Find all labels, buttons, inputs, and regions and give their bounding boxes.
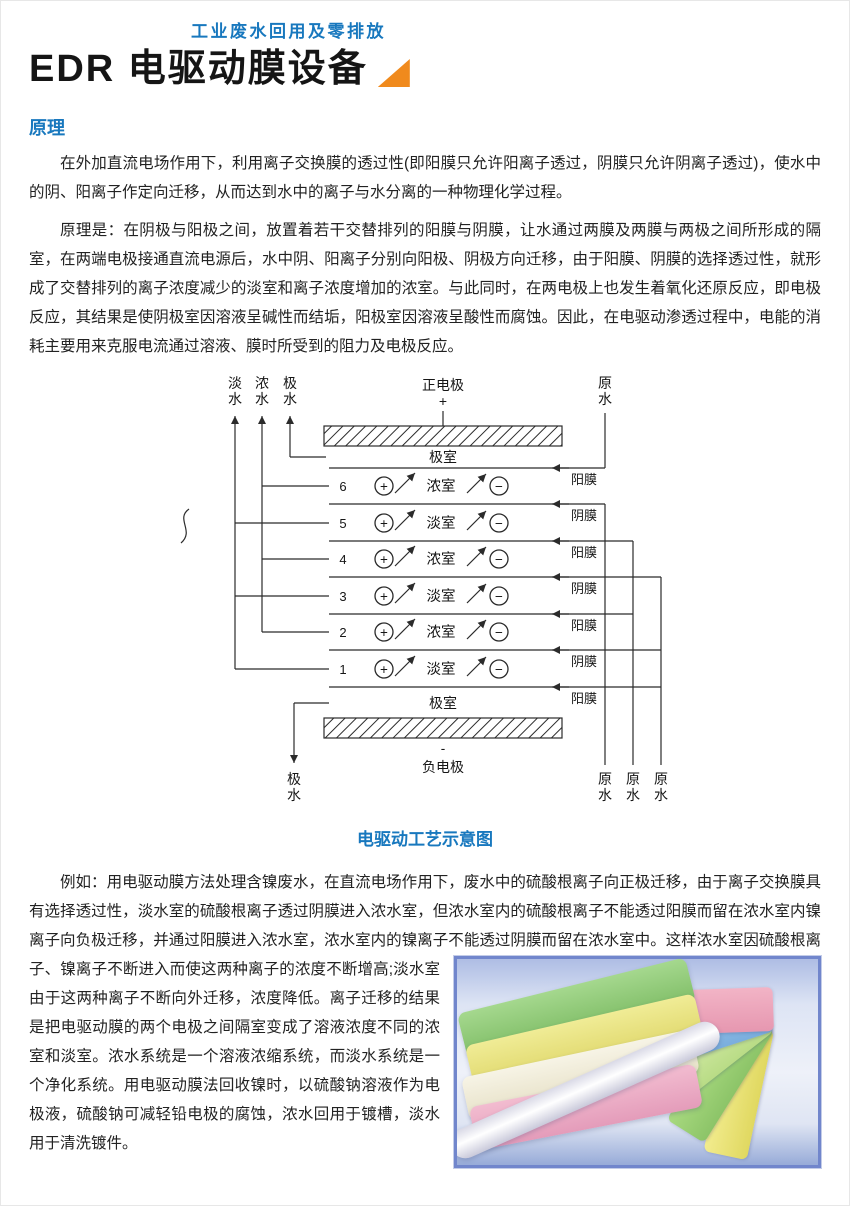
section-heading-principle: 原理	[29, 118, 65, 138]
anion-arrow	[466, 546, 487, 567]
row-number: 4	[339, 552, 346, 567]
anion-arrow	[466, 473, 487, 494]
anion-sign: −	[495, 662, 503, 677]
electrode-water-bottom-label: 极水	[287, 771, 301, 803]
anion-sign: −	[495, 589, 503, 604]
membrane-label-7: 阳膜	[571, 691, 598, 706]
anion-circle	[489, 622, 509, 642]
row-number: 2	[339, 625, 346, 640]
orange-triangle-icon	[377, 59, 410, 87]
anion-circle	[489, 476, 509, 496]
chamber-label: 淡室	[427, 515, 456, 532]
anion-sign: −	[495, 625, 503, 640]
chamber-row-6: 6 + 浓室 −	[339, 472, 509, 496]
membrane-product-photo	[454, 956, 821, 1168]
chamber-row-4: 4 + 浓室 −	[339, 545, 509, 569]
diagram-graphics: 极室 极室 - 负电极 6 + 浓室 − 5 +	[180, 411, 662, 775]
outlet-lines	[180, 416, 329, 763]
cation-circle	[374, 622, 394, 642]
anion-circle	[489, 549, 509, 569]
cation-arrow	[394, 545, 416, 567]
cation-sign: +	[380, 625, 388, 640]
raw-water-feed-lines	[604, 413, 662, 765]
anion-circle	[489, 513, 509, 533]
negative-sign: -	[441, 741, 446, 756]
page-subtitle: 工业废水回用及零排放	[191, 22, 386, 41]
flow-brace	[180, 508, 190, 544]
row-number: 3	[339, 589, 346, 604]
chamber-label: 淡室	[427, 588, 456, 605]
anion-sign: −	[495, 552, 503, 567]
chamber-label: 浓室	[427, 551, 456, 568]
anion-arrow	[466, 619, 487, 640]
raw-water-bottom-label-3: 原水	[654, 771, 668, 803]
cation-circle	[374, 586, 394, 606]
principle-paragraph-1: 在外加直流电场作用下，利用离子交换膜的透过性(即阳膜只允许阳离子透过，阴膜只允许…	[29, 155, 821, 201]
chamber-label: 浓室	[427, 478, 456, 495]
page-title: EDR 电驱动膜设备	[29, 48, 368, 90]
cation-sign: +	[380, 589, 388, 604]
title-row: EDR 电驱动膜设备	[29, 46, 821, 92]
cation-sign: +	[380, 479, 388, 494]
anion-circle	[489, 586, 509, 606]
fresh-water-outlet-label: 淡水	[228, 375, 242, 407]
anion-arrow	[466, 656, 487, 677]
cation-sign: +	[380, 552, 388, 567]
cation-arrow	[394, 509, 416, 531]
membrane-label-4: 阴膜	[571, 581, 598, 596]
concentrate-outlet-label: 浓水	[255, 375, 269, 407]
electrode-bar-positive	[323, 411, 563, 447]
electrode-bar-negative	[323, 717, 563, 739]
principle-paragraph-2: 原理是：在阴极与阳极之间，放置着若干交替排列的阳膜与阴膜，让水通过两膜及两膜与两…	[29, 222, 821, 355]
example-block: 例如：用电驱动膜方法处理含镍废水，在直流电场作用下，废水中的硫酸根离子向正极迁移…	[29, 868, 821, 1168]
cation-sign: +	[380, 516, 388, 531]
chamber-row-2: 2 + 浓室 −	[339, 618, 509, 642]
cation-circle	[374, 659, 394, 679]
anion-arrow	[466, 583, 487, 604]
cation-sign: +	[380, 662, 388, 677]
chamber-row-1: 1 + 淡室 −	[339, 655, 509, 679]
negative-electrode-label: 负电极	[422, 759, 464, 775]
cation-arrow	[394, 582, 416, 604]
row-number: 1	[339, 662, 346, 677]
raw-water-bottom-label-2: 原水	[626, 771, 640, 803]
raw-water-bottom-label-1: 原水	[598, 771, 612, 803]
electrode-room-bottom-label: 极室	[429, 695, 457, 711]
anion-sign: −	[495, 479, 503, 494]
membrane-lines	[329, 464, 661, 691]
row-number: 6	[339, 479, 346, 494]
chamber-label: 浓室	[427, 624, 456, 641]
cation-circle	[374, 476, 394, 496]
anion-arrow	[466, 510, 487, 531]
membrane-label-6: 阴膜	[571, 654, 598, 669]
anion-sign: −	[495, 516, 503, 531]
membrane-label-5: 阳膜	[571, 618, 598, 633]
cation-arrow	[394, 655, 416, 677]
membrane-label-3: 阳膜	[571, 545, 598, 560]
process-diagram: 极室 极室 - 负电极 6 + 浓室 − 5 +	[169, 373, 709, 821]
chamber-label: 淡室	[427, 661, 456, 678]
membrane-label-2: 阴膜	[571, 508, 598, 523]
row-number: 5	[339, 516, 346, 531]
cation-circle	[374, 513, 394, 533]
chamber-row-5: 5 + 淡室 −	[339, 509, 509, 533]
electrode-water-top-label: 极水	[283, 375, 297, 407]
cation-circle	[374, 549, 394, 569]
raw-water-top-label: 原水	[598, 375, 612, 407]
cation-arrow	[394, 472, 416, 494]
diagram-caption: 电驱动工艺示意图	[357, 830, 493, 849]
example-paragraph: 例如：用电驱动膜方法处理含镍废水，在直流电场作用下，废水中的硫酸根离子向正极迁移…	[29, 874, 821, 1152]
positive-electrode-label: 正电极	[422, 377, 464, 393]
cation-arrow	[394, 618, 416, 640]
chamber-row-3: 3 + 淡室 −	[339, 582, 509, 606]
positive-sign: +	[438, 393, 448, 409]
membrane-label-1: 阳膜	[571, 472, 598, 487]
electrode-room-top-label: 极室	[429, 449, 457, 465]
anion-circle	[489, 659, 509, 679]
